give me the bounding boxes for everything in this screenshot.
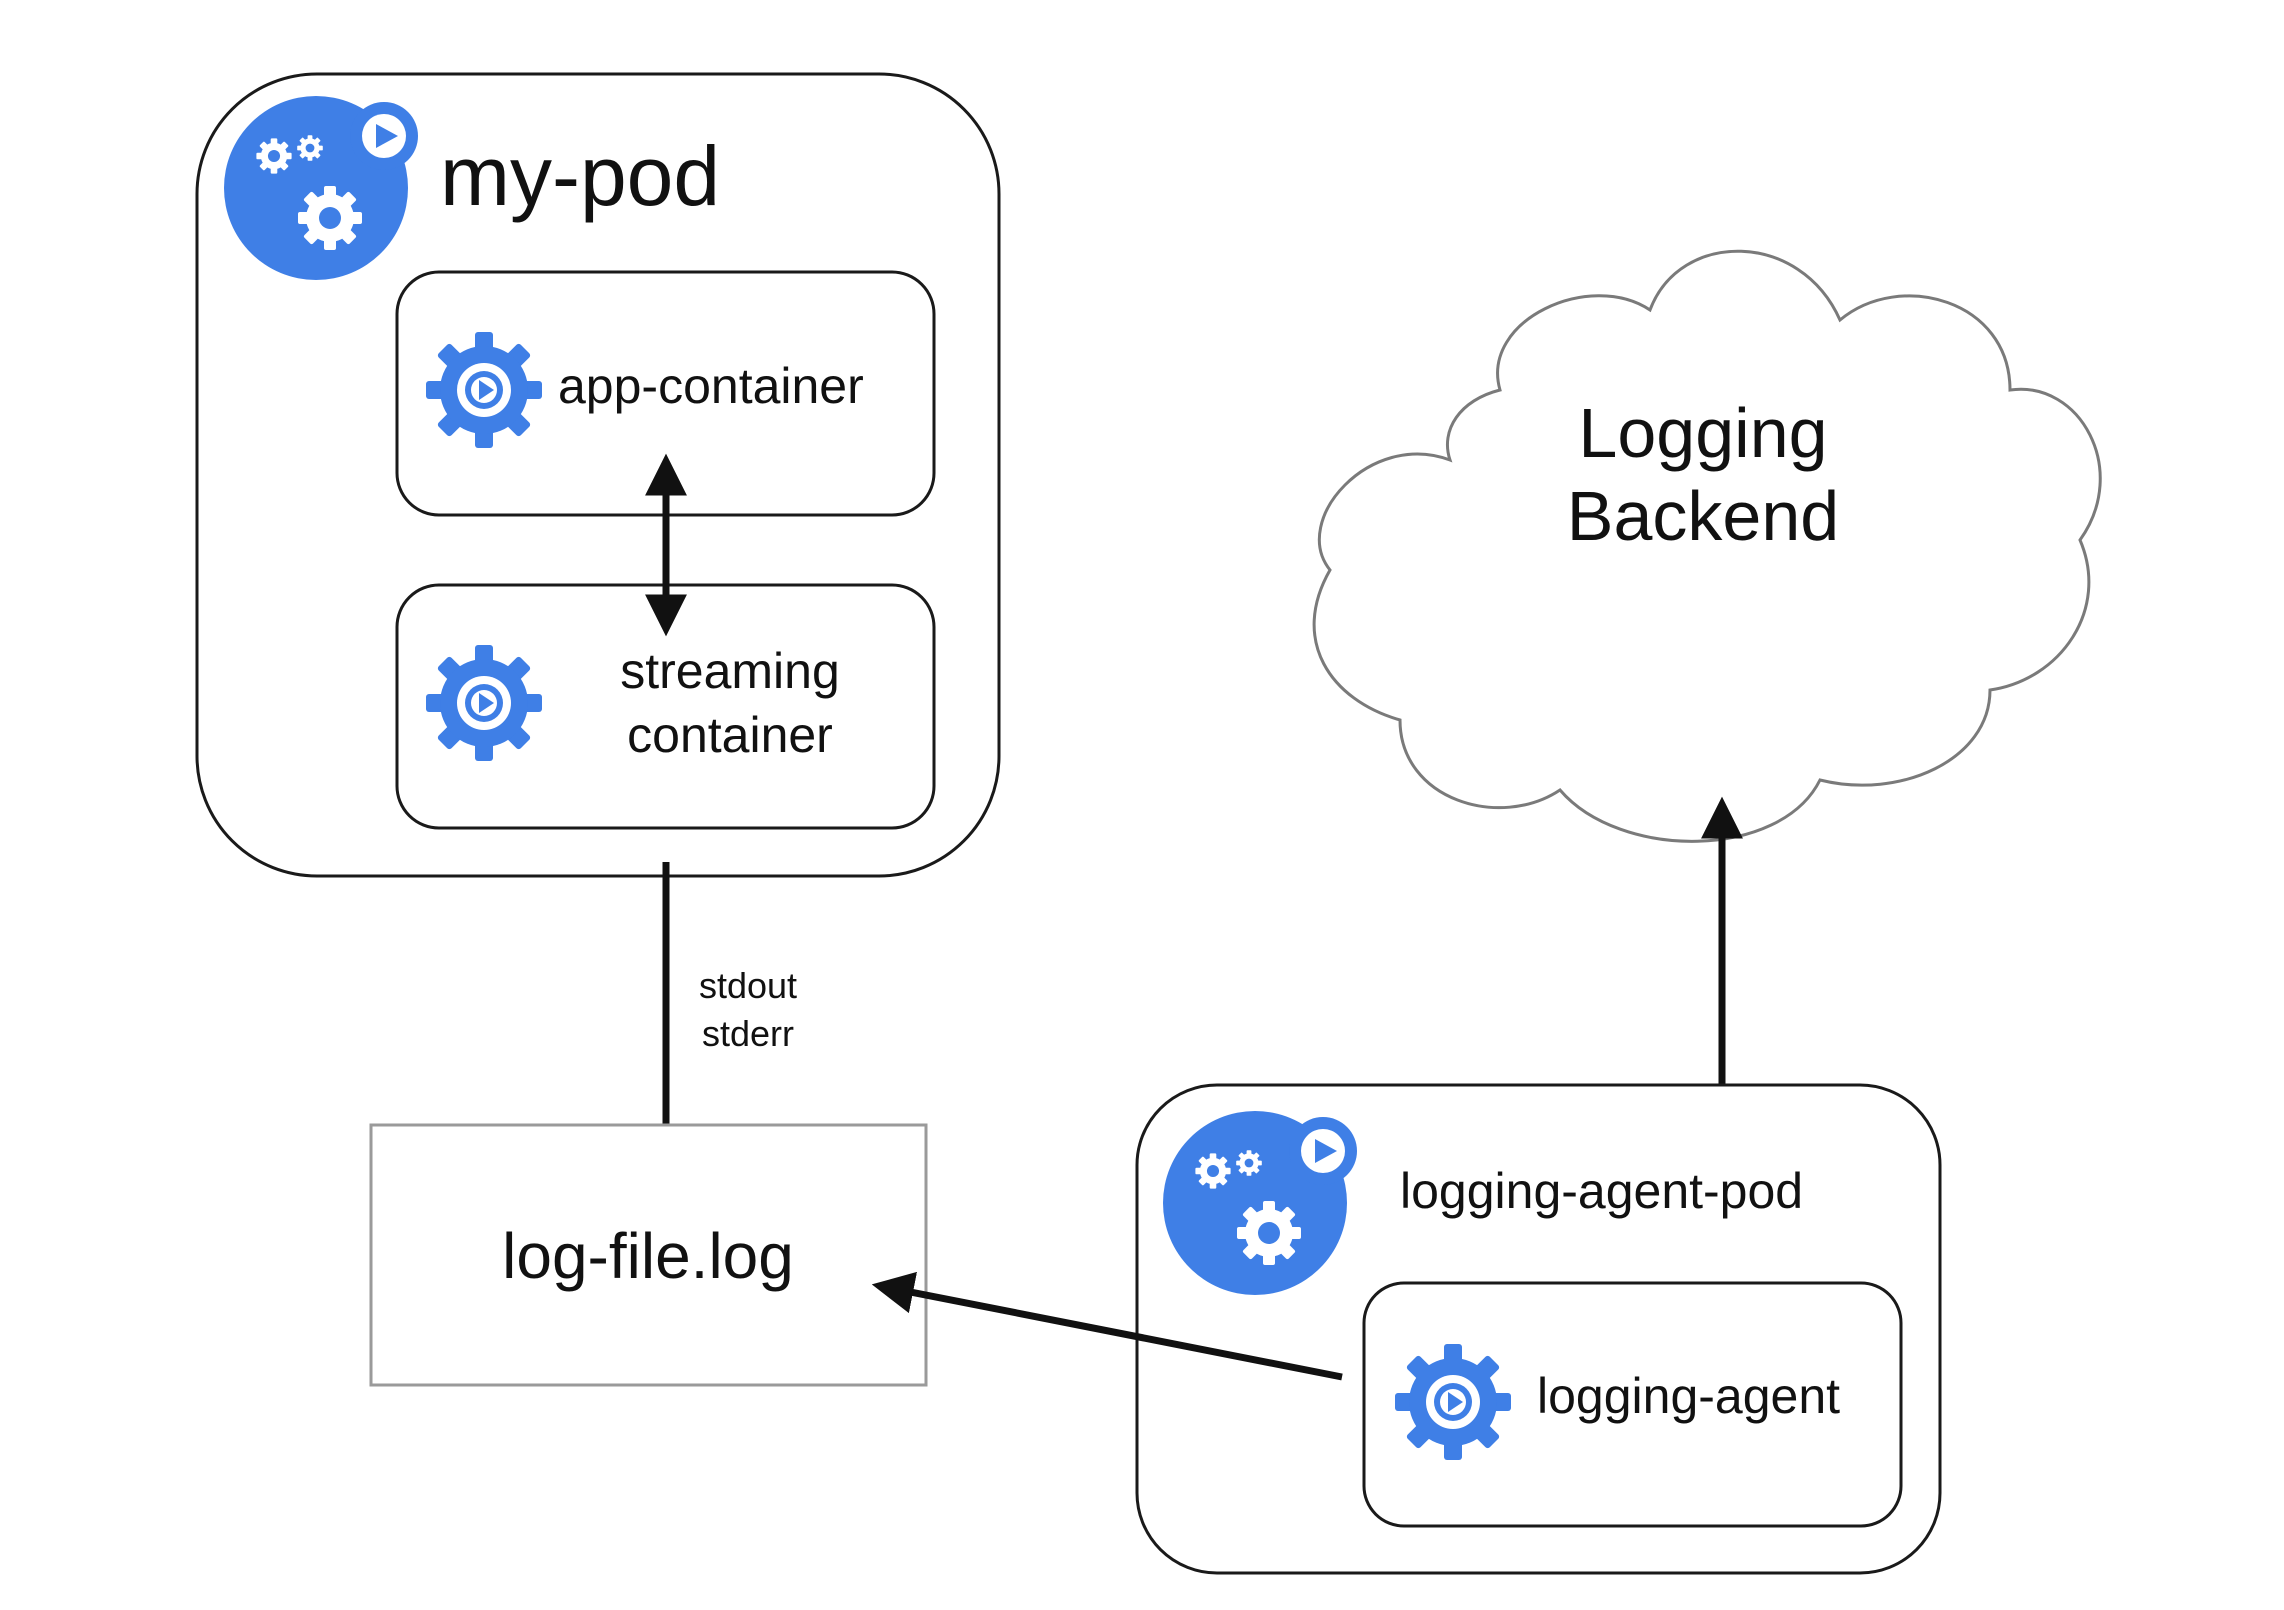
my-pod-title: my-pod [440,129,720,223]
agent-logfile-arrow [871,1271,1343,1381]
stdout-label: stdout [699,965,797,1006]
logging-backend-label-line1: Logging [1578,394,1827,472]
logging-agent-pod-title: logging-agent-pod [1400,1163,1803,1219]
container-gear-icon [426,645,542,761]
stderr-label: stderr [702,1013,794,1054]
app-container-label: app-container [558,358,864,414]
log-file-box [369,1123,928,1387]
logging-backend-cloud [1312,249,2102,843]
logging-agent-label: logging-agent [1537,1368,1840,1424]
logging-backend-label-line2: Backend [1567,477,1839,555]
log-file-label: log-file.log [502,1220,794,1292]
streaming-container-label-line1: streaming [620,643,840,699]
streaming-container-label-line2: container [627,707,833,763]
logging-agent-box [1362,1281,1903,1528]
container-gear-icon [426,332,542,448]
container-gear-icon [1395,1344,1511,1460]
